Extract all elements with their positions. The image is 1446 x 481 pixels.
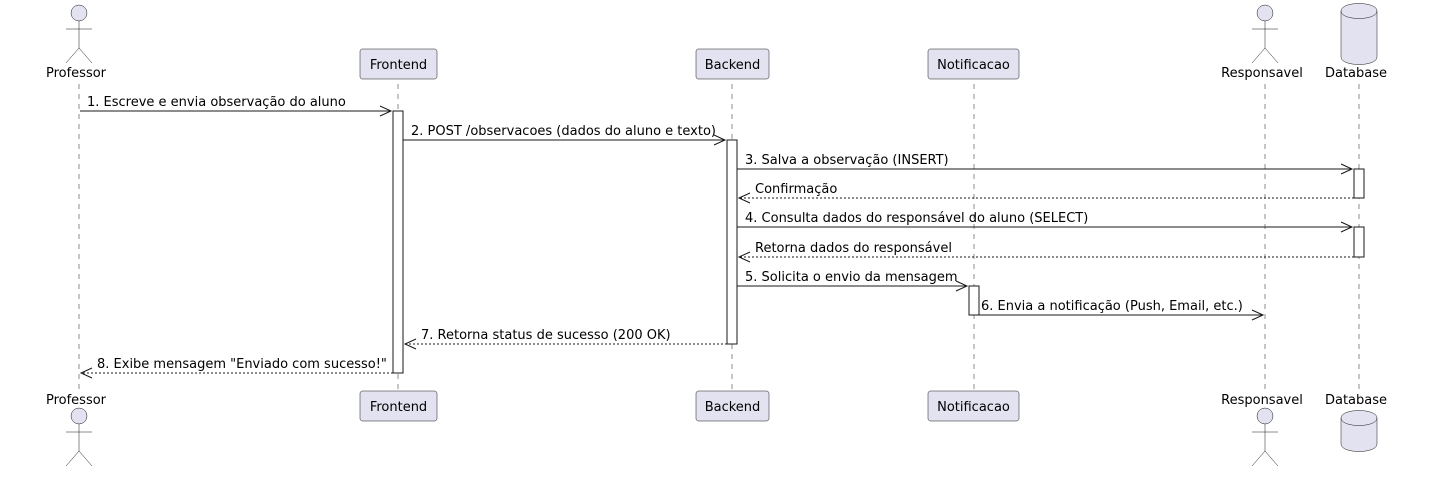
actor-icon bbox=[70, 4, 88, 22]
participant-label: Notificacao bbox=[937, 400, 1010, 415]
database-icon bbox=[1340, 410, 1378, 452]
actor-responsavel-bottom: Responsavel bbox=[1221, 393, 1303, 467]
actor-icon bbox=[1256, 4, 1274, 22]
actor-responsavel-top: Responsavel bbox=[1221, 4, 1303, 81]
message-label: 1. Escreve e envia observação do aluno bbox=[87, 95, 346, 110]
message-label: 8. Exibe mensagem "Enviado com sucesso!" bbox=[97, 357, 387, 372]
message-3: 3. Salva a observação (INSERT) bbox=[737, 153, 1354, 175]
database-bottom: Database bbox=[1325, 393, 1387, 452]
actor-icon bbox=[70, 407, 88, 425]
actor-icon bbox=[1256, 407, 1274, 425]
activation-backend bbox=[726, 139, 738, 345]
participant-label: Frontend bbox=[370, 58, 427, 73]
message-7: 7. Retorna status de sucesso (200 OK) bbox=[403, 328, 727, 350]
participant-frontend-bottom: Frontend bbox=[359, 390, 438, 422]
message-2: 2. POST /observacoes (dados do aluno e t… bbox=[403, 124, 727, 146]
message-label: 7. Retorna status de sucesso (200 OK) bbox=[421, 328, 671, 343]
participant-label: Professor bbox=[46, 66, 107, 81]
message-4: 4. Consulta dados do responsável do alun… bbox=[737, 211, 1354, 233]
message-1: 1. Escreve e envia observação do aluno bbox=[80, 95, 393, 117]
participant-label: Frontend bbox=[370, 400, 427, 415]
participant-label: Notificacao bbox=[937, 58, 1010, 73]
actor-professor-bottom: Professor bbox=[46, 393, 107, 467]
database-icon bbox=[1340, 3, 1378, 65]
message-label: 5. Solicita o envio da mensagem bbox=[745, 270, 958, 285]
message-confirmacao: Confirmação bbox=[737, 182, 1354, 204]
participant-frontend-top: Frontend bbox=[359, 48, 438, 80]
participant-label: Backend bbox=[705, 58, 761, 73]
participant-label: Backend bbox=[705, 400, 761, 415]
message-label: 2. POST /observacoes (dados do aluno e t… bbox=[411, 124, 716, 139]
message-label: 6. Envia a notificação (Push, Email, etc… bbox=[981, 299, 1243, 314]
participant-notificacao-bottom: Notificacao bbox=[927, 390, 1020, 422]
participant-backend-bottom: Backend bbox=[695, 390, 770, 422]
participant-notificacao-top: Notificacao bbox=[927, 48, 1020, 80]
participant-label: Responsavel bbox=[1221, 66, 1303, 81]
message-6: 6. Envia a notificação (Push, Email, etc… bbox=[979, 299, 1265, 321]
participant-label: Database bbox=[1325, 393, 1387, 408]
message-label: Retorna dados do responsável bbox=[755, 241, 952, 256]
database-top: Database bbox=[1325, 3, 1387, 81]
message-label: Confirmação bbox=[755, 182, 837, 197]
participant-label: Responsavel bbox=[1221, 393, 1303, 408]
message-retorna-dados: Retorna dados do responsável bbox=[737, 241, 1354, 263]
participant-label: Professor bbox=[46, 393, 107, 408]
message-label: 3. Salva a observação (INSERT) bbox=[745, 153, 949, 168]
activation-frontend bbox=[392, 110, 404, 374]
message-5: 5. Solicita o envio da mensagem bbox=[737, 270, 969, 292]
participant-backend-top: Backend bbox=[695, 48, 770, 80]
activation-notificacao bbox=[968, 285, 980, 316]
actor-professor-top: Professor bbox=[46, 4, 107, 81]
message-8: 8. Exibe mensagem "Enviado com sucesso!" bbox=[79, 357, 393, 379]
participant-label: Database bbox=[1325, 66, 1387, 81]
activation-database-1 bbox=[1353, 168, 1365, 199]
activation-database-2 bbox=[1353, 226, 1365, 258]
message-label: 4. Consulta dados do responsável do alun… bbox=[745, 211, 1088, 226]
